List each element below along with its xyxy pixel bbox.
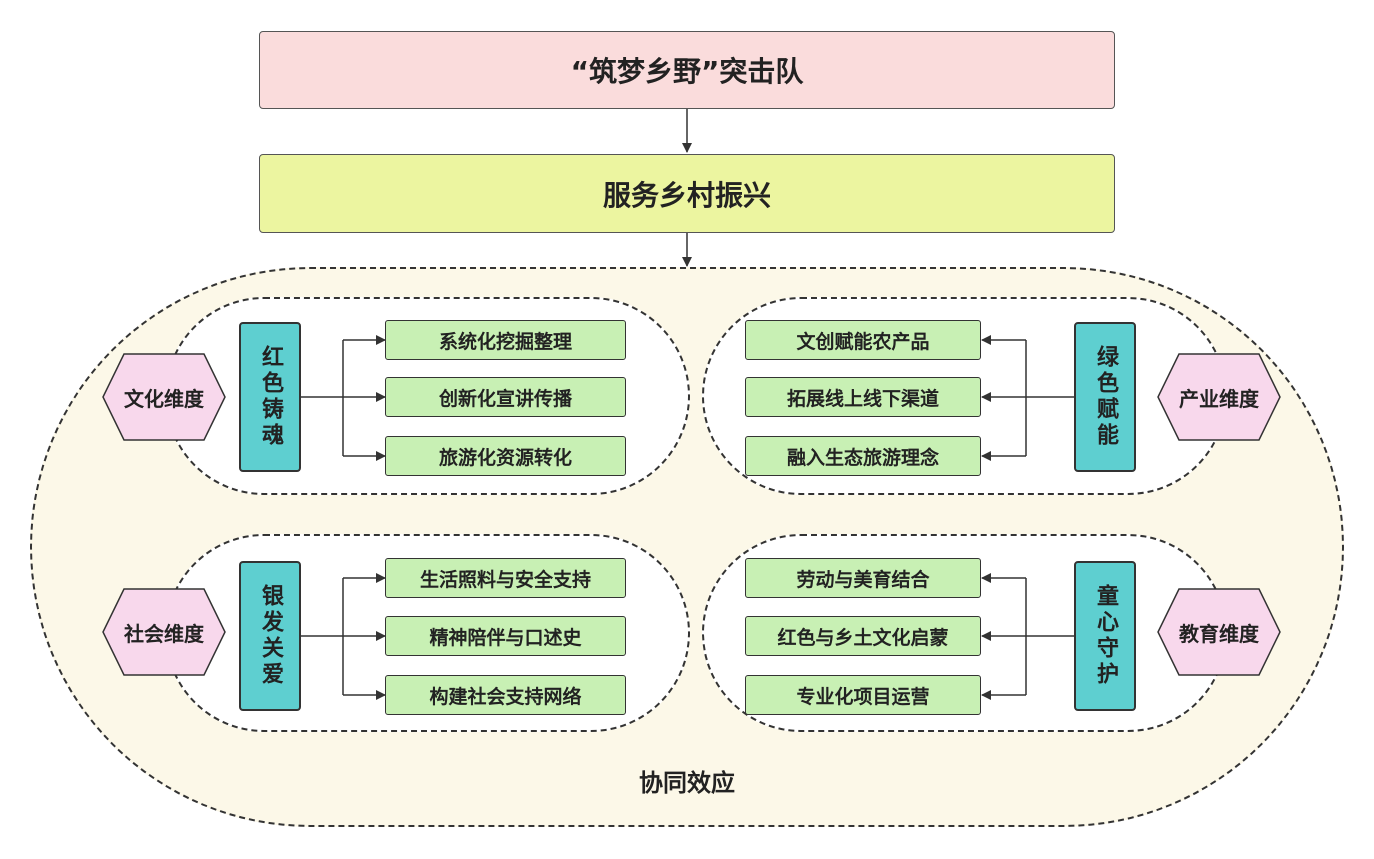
- education-dimension-hexagon: 教育维度: [1157, 588, 1281, 676]
- team-title: “筑梦乡野”突击队: [570, 55, 804, 88]
- culture-dimension-hexagon: 文化维度: [102, 353, 226, 441]
- culture-item: 旅游化资源转化: [385, 436, 626, 476]
- education-item: 红色与乡土文化启蒙: [745, 616, 981, 656]
- culture-item: 系统化挖掘整理: [385, 320, 626, 360]
- industry-item: 融入生态旅游理念: [745, 436, 981, 476]
- culture-pillar: 红色铸魂: [239, 322, 301, 472]
- team-title-box: “筑梦乡野”突击队: [259, 31, 1115, 109]
- education-dimension-label: 教育维度: [1179, 621, 1259, 646]
- service-title: 服务乡村振兴: [602, 178, 771, 212]
- industry-item: 文创赋能农产品: [745, 320, 981, 360]
- society-item: 构建社会支持网络: [385, 675, 626, 715]
- industry-dimension-hexagon: 产业维度: [1157, 353, 1281, 441]
- society-dimension-label: 社会维度: [124, 621, 204, 646]
- society-dimension-hexagon: 社会维度: [102, 588, 226, 676]
- industry-item: 拓展线上线下渠道: [745, 377, 981, 417]
- industry-dimension-label: 产业维度: [1179, 386, 1259, 411]
- society-item: 生活照料与安全支持: [385, 558, 626, 598]
- society-pillar: 银发关爱: [239, 561, 301, 711]
- society-item: 精神陪伴与口述史: [385, 616, 626, 656]
- education-item: 劳动与美育结合: [745, 558, 981, 598]
- education-pillar: 童心守护: [1074, 561, 1136, 711]
- education-item: 专业化项目运营: [745, 675, 981, 715]
- service-box: 服务乡村振兴: [259, 154, 1115, 233]
- synergy-label: 协同效应: [639, 768, 735, 797]
- culture-item: 创新化宣讲传播: [385, 377, 626, 417]
- culture-dimension-label: 文化维度: [124, 386, 204, 411]
- industry-pillar: 绿色赋能: [1074, 322, 1136, 472]
